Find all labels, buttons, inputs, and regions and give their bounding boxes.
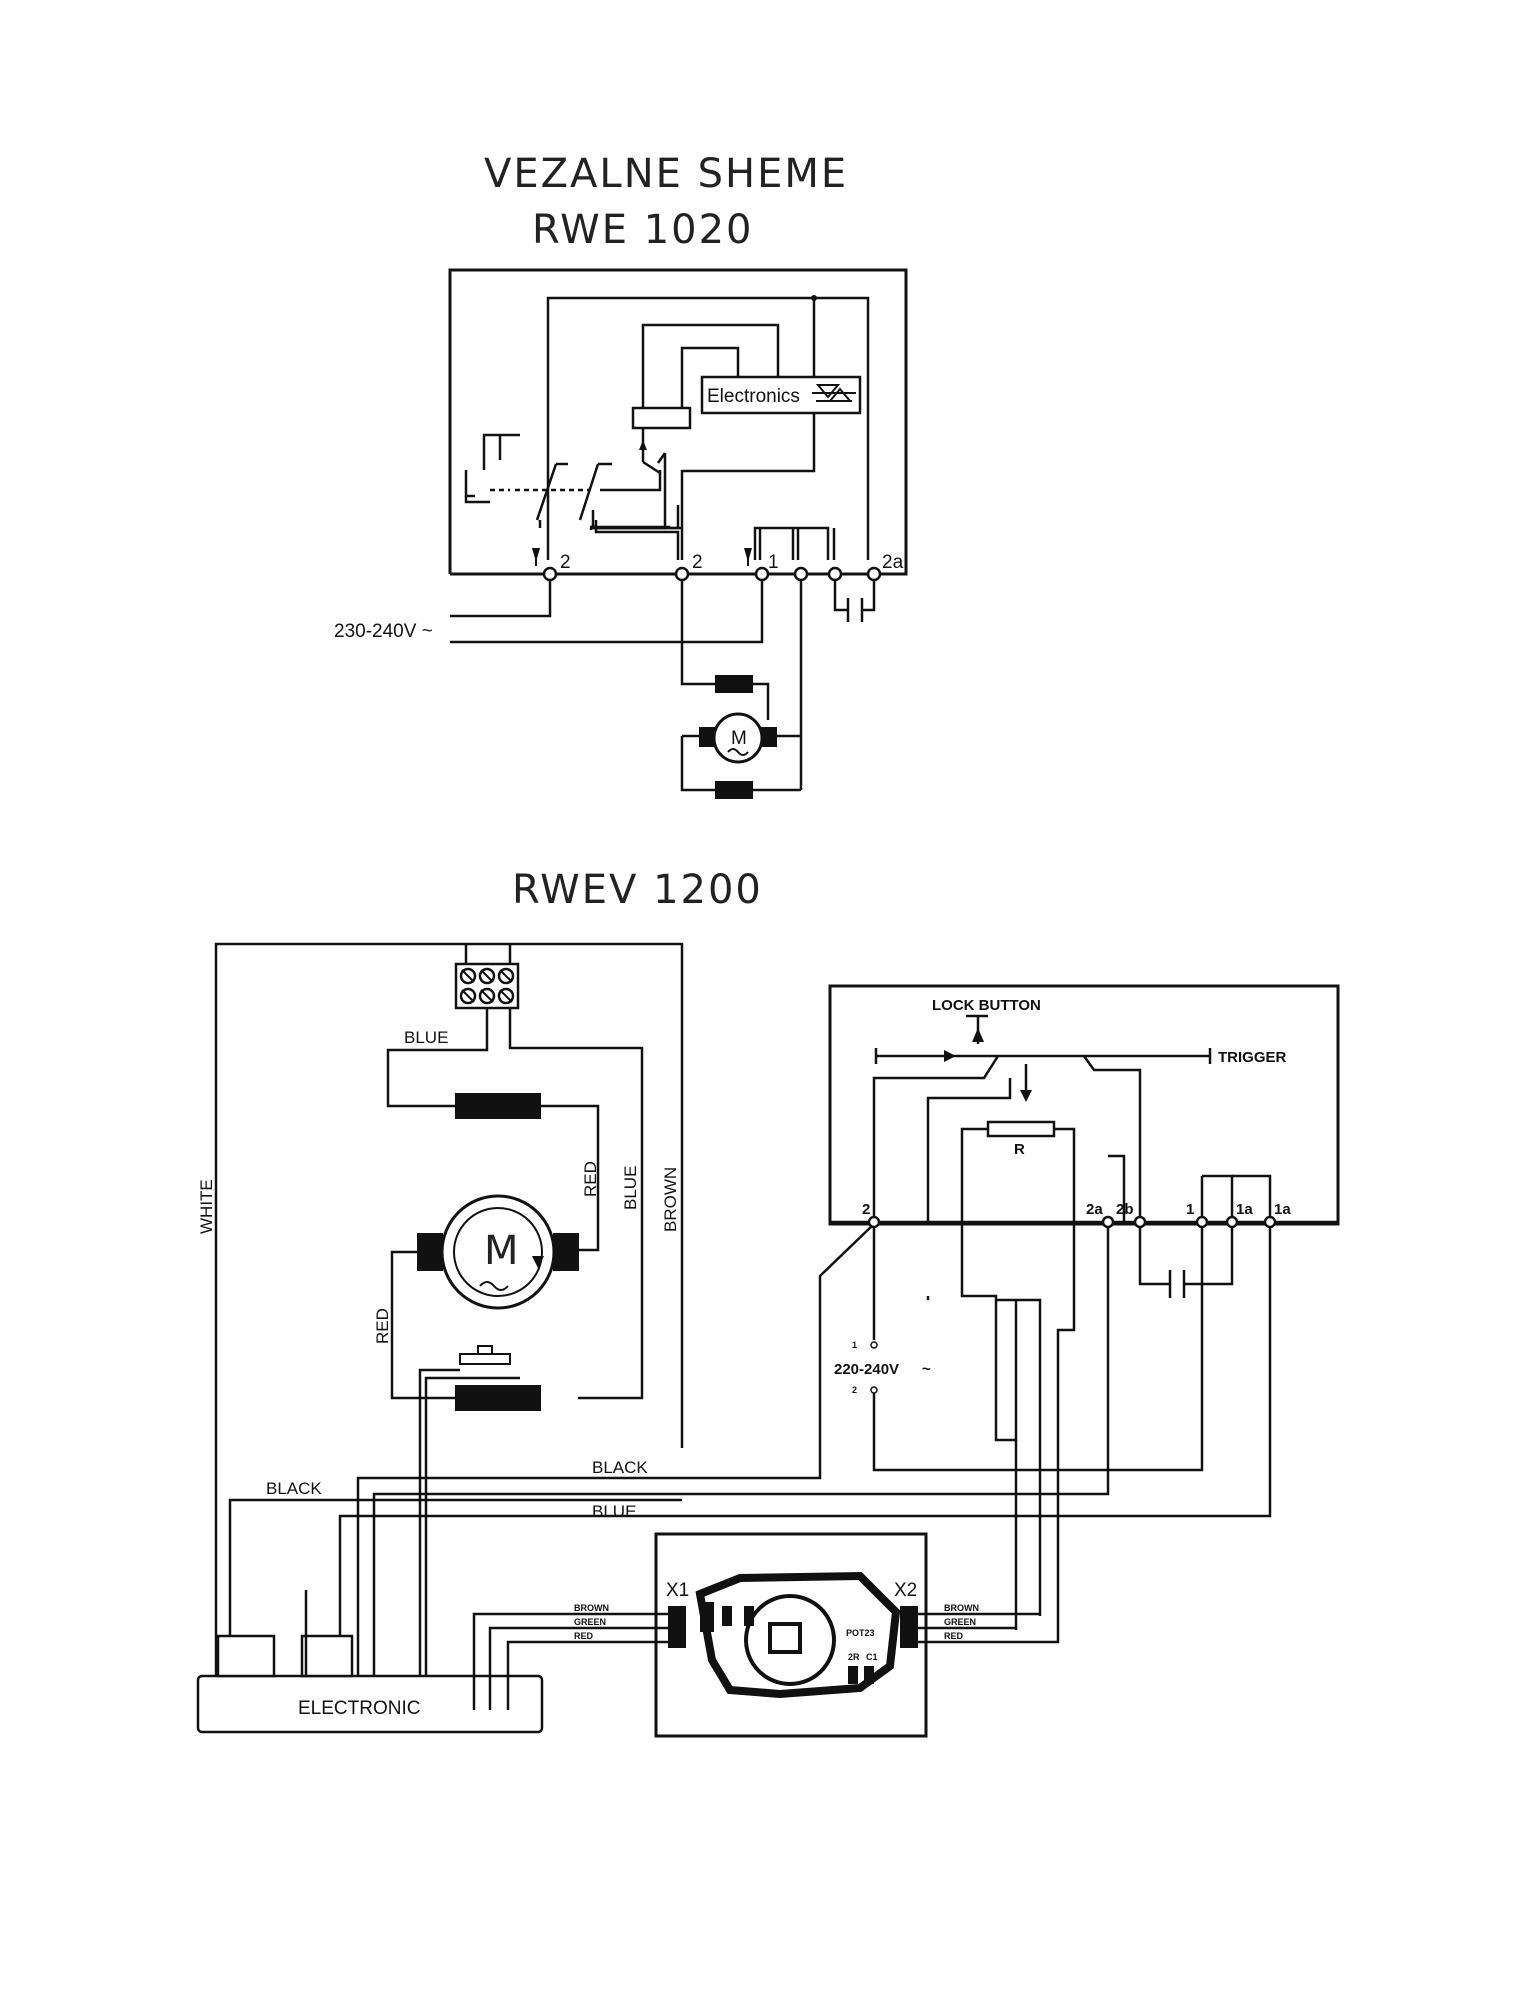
rwev-supply: 1 2 220-240V ~ <box>834 1228 931 1395</box>
sw-label-2b: 2b <box>1116 1201 1134 1218</box>
supply-label-230: 230-240V ~ <box>334 621 433 642</box>
rwe1020-housing <box>448 268 908 576</box>
pcb-board: X1 X2 POT23 2R C1 BROWN GREEN RED BROW <box>472 1532 1060 1738</box>
terminal-block <box>454 944 520 1010</box>
supply-label-220: 220-240V <box>834 1361 899 1378</box>
lock-button-label: LOCK BUTTON <box>932 997 1041 1014</box>
motor-field-coil-bottom <box>715 781 753 799</box>
rwe1020-title: RWE 1020 <box>532 207 754 253</box>
terminal-2-mid <box>674 566 690 582</box>
wire-label-red-left: RED <box>373 1308 392 1344</box>
sw-label-2: 2 <box>862 1201 870 1218</box>
electronics-label: Electronics <box>707 386 800 407</box>
rwe1020-motor-label: M <box>731 728 747 749</box>
supply-pin-1: 1 <box>852 1340 857 1350</box>
electronic-module: ELECTRONIC <box>196 1590 544 1734</box>
resistor-label: R <box>1014 1141 1025 1158</box>
terminal-label-2b: 2 <box>692 552 703 573</box>
wire-label-blue-vertical: BLUE <box>621 1166 640 1210</box>
terminal-mid-a <box>793 566 809 582</box>
rwev-field-coil-top <box>455 1093 541 1119</box>
terminal-label-1: 1 <box>768 552 779 573</box>
sw-label-1a-left: 1a <box>1236 1201 1253 1218</box>
rwev-field-coil-bottom <box>455 1385 541 1411</box>
trigger[interactable]: TRIGGER <box>874 1048 1287 1066</box>
pcb-left-red: RED <box>574 1631 594 1641</box>
sw-terminal-2 <box>867 1215 881 1229</box>
main-title: VEZALNE SHEME <box>484 151 848 197</box>
rwev-motor: M <box>417 1194 579 1310</box>
supply-pin-2: 2 <box>852 1385 857 1395</box>
terminal-label-2a-right: 2a <box>882 552 904 573</box>
pcb-right-red: RED <box>944 1631 964 1641</box>
rwe1020-schematic: Electronics <box>334 268 908 799</box>
trigger-label: TRIGGER <box>1218 1049 1287 1066</box>
rwev-capacitor <box>872 1228 1234 1472</box>
sw-terminal-1 <box>1195 1215 1209 1229</box>
pcb-mark-2: C1 <box>866 1652 878 1662</box>
wire-label-black-left: BLACK <box>266 1479 322 1498</box>
switch-housing <box>828 984 1340 1226</box>
pcb-right-brown: BROWN <box>944 1603 979 1613</box>
terminal-1 <box>754 566 770 582</box>
terminal-2-left <box>542 566 558 582</box>
relay-coil <box>631 406 692 430</box>
sw-terminal-1a-right <box>1263 1215 1277 1229</box>
motor-field-coil-top <box>715 675 753 693</box>
wire-label-blue-middle: BLUE <box>592 1502 636 1521</box>
electronics-module <box>700 375 862 415</box>
sw-label-1a-right: 1a <box>1274 1201 1291 1218</box>
sw-terminal-1a-left <box>1225 1215 1239 1229</box>
thermal-switch <box>418 1345 520 1710</box>
terminal-label-2a: 2 <box>560 552 571 573</box>
resistor <box>986 1120 1056 1138</box>
sw-terminal-2a <box>1101 1215 1115 1229</box>
rwev-motor-label: M <box>484 1228 521 1274</box>
sw-label-2a: 2a <box>1086 1201 1103 1218</box>
wire-label-brown-vertical: BROWN <box>661 1167 680 1232</box>
wire-label-blue-top: BLUE <box>404 1028 448 1047</box>
rwev1200-schematic: BLUE RED BLUE BROWN WHITE M RED <box>196 942 1340 1738</box>
wire-label-white-vertical: WHITE <box>197 1179 216 1234</box>
power-switch <box>464 433 680 560</box>
pcb-chip-label: POT23 <box>846 1628 875 1638</box>
pcb-mark-1: 2R <box>848 1652 860 1662</box>
pcb-left-brown: BROWN <box>574 1603 609 1613</box>
pcb-left-green: GREEN <box>574 1617 606 1627</box>
pcb-x2-label: X2 <box>894 1580 917 1601</box>
rwev1200-title: RWEV 1200 <box>512 867 763 913</box>
triac-icon <box>812 384 856 402</box>
pcb-right-green: GREEN <box>944 1617 976 1627</box>
terminal-mid-b <box>827 566 843 582</box>
supply-symbol: ~ <box>922 1361 931 1378</box>
sw-terminal-2b <box>1133 1215 1147 1229</box>
rwe1020-motor <box>712 712 764 764</box>
wire-label-black-middle: BLACK <box>592 1458 648 1477</box>
pcb-x1-label: X1 <box>666 1580 689 1601</box>
electronic-label: ELECTRONIC <box>298 1698 420 1719</box>
capacitor <box>799 580 876 790</box>
lock-button[interactable]: LOCK BUTTON <box>932 997 1041 1044</box>
sw-label-1: 1 <box>1186 1201 1194 1218</box>
wire-label-red-right: RED <box>581 1161 600 1197</box>
terminal-2a <box>866 566 882 582</box>
